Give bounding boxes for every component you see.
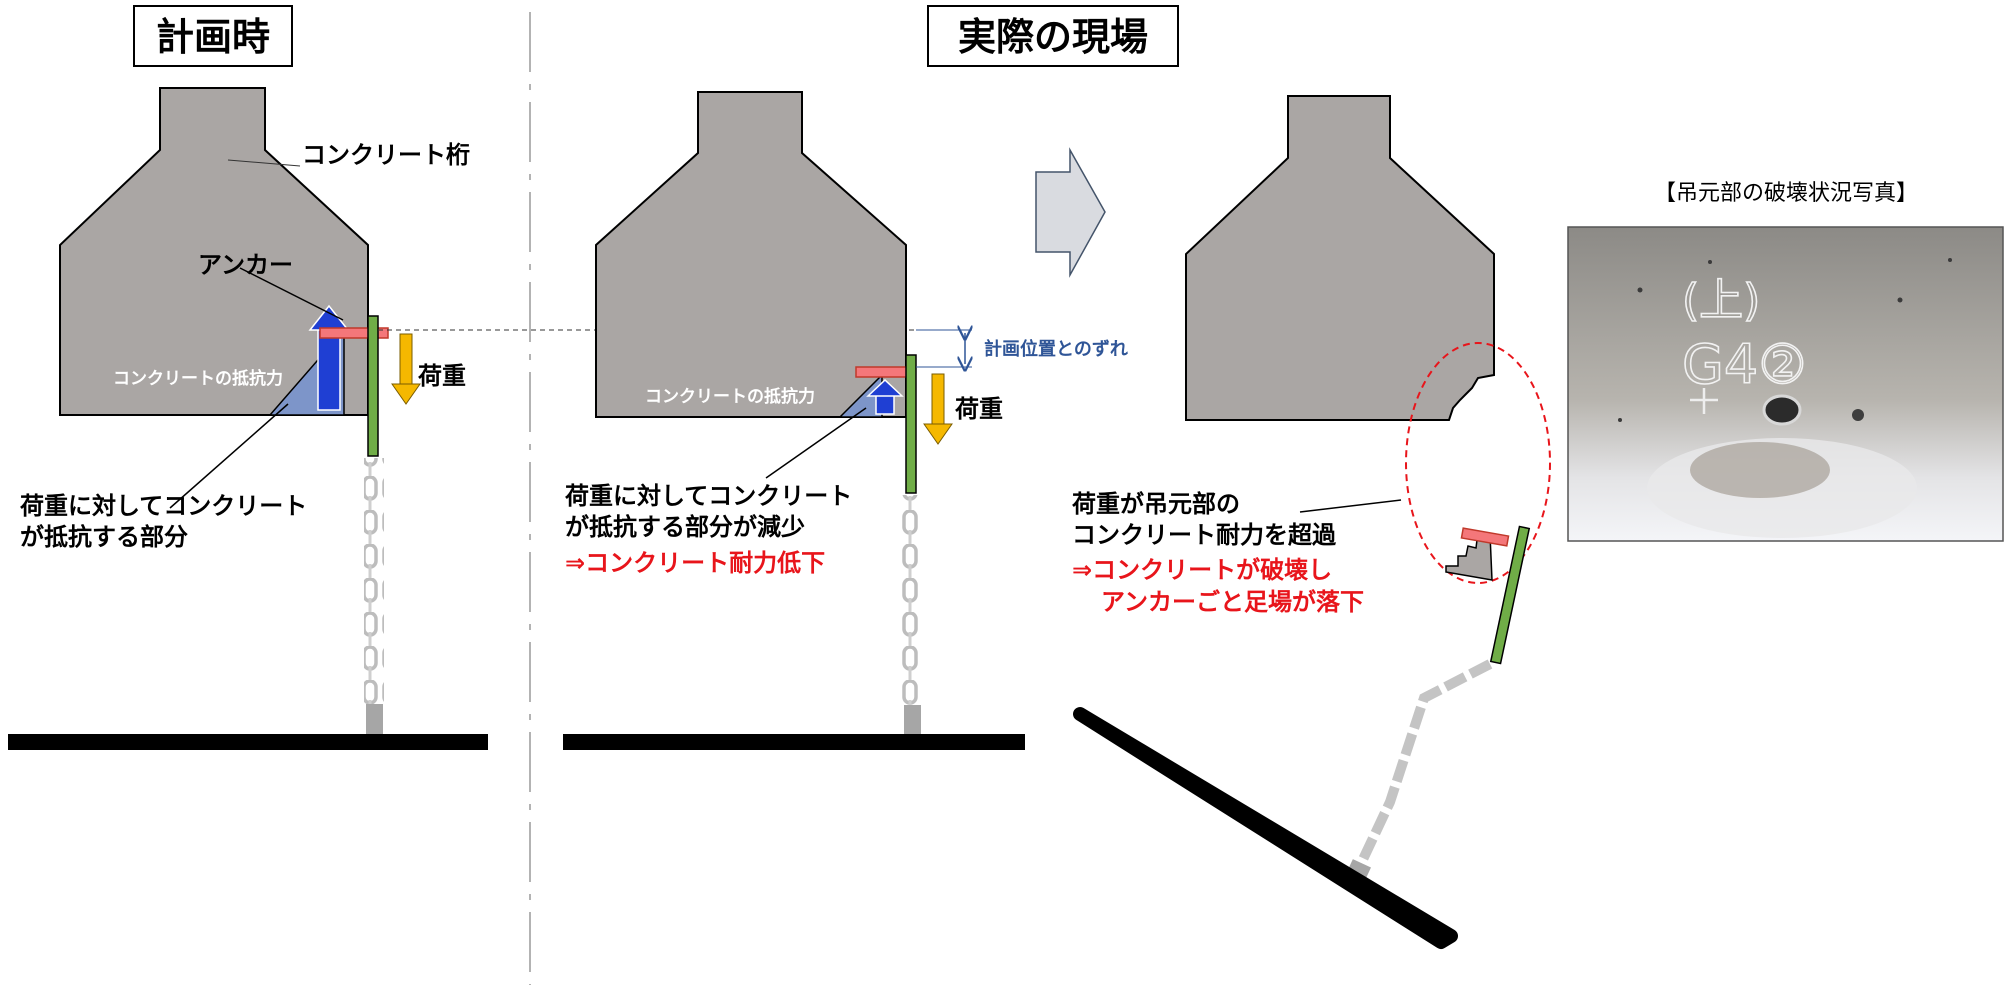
plan-title-box [133, 5, 293, 67]
offset-label: 計画位置とのずれ [984, 338, 1128, 360]
plan-title: 計画時 [156, 15, 270, 59]
failure-panel: 荷重が吊元部の コンクリート耐力を超過 ⇒コンクリートが破壊し アンカーごと足場… [1072, 95, 1551, 949]
chain-foot-plan [366, 704, 383, 734]
anchor-leader [239, 267, 344, 321]
load-arrow-actual [923, 423, 953, 445]
broken-concrete-fragment [1445, 531, 1493, 581]
exceed-label-1: 荷重が吊元部の [1072, 490, 1240, 518]
resistance-label-actual: コンクリートの抵抗力 [645, 386, 815, 407]
resist-arrow-actual [875, 393, 895, 415]
plan-panel: 計画時 コンクリート桁 コンクリートの抵抗力 アンカー 荷重 荷重に対してコンク… [8, 5, 488, 750]
photo-mark-1: (上) [1682, 275, 1760, 326]
chain-failed [1353, 659, 1493, 873]
girder-leader [227, 159, 301, 167]
exceed-leader [1299, 499, 1402, 513]
actual-title: 実際の現場 [958, 15, 1148, 59]
resistance-label-plan: コンクリートの抵抗力 [113, 368, 283, 389]
hanger-plate-plan [367, 315, 379, 457]
chain-foot-actual [904, 705, 921, 735]
load-arrow-plan [391, 383, 421, 405]
transition-arrow-icon [1035, 147, 1106, 278]
photo-caption: 【吊元部の破壊状況写真】 [1654, 181, 1918, 206]
failure-label-1: ⇒コンクリートが破壊し [1072, 556, 1332, 584]
concrete-girder-failed [1185, 95, 1495, 421]
anchor-label: アンカー [198, 251, 293, 279]
actual-title-box [927, 5, 1179, 67]
failure-label-2: アンカーごと足場が落下 [1101, 588, 1364, 616]
chain-actual [902, 495, 922, 705]
scaffold-plank-plan [8, 734, 488, 750]
failure-zone-highlight [1405, 342, 1551, 584]
part-leader-plan [169, 403, 289, 509]
anchor-bolt-actual [855, 366, 909, 378]
girder-label: コンクリート桁 [302, 141, 470, 169]
damage-photo: 【吊元部の破壊状況写真】 (上) G4② [1567, 181, 2004, 542]
anchor-hole [1762, 394, 1802, 426]
chain-plan [364, 458, 384, 704]
hanger-plate-actual [905, 354, 917, 494]
load-label-plan: 荷重 [418, 362, 466, 390]
load-label-actual: 荷重 [955, 395, 1003, 423]
anchor-bolt-plan [319, 327, 389, 339]
photo-mark-2: G4② [1682, 333, 1807, 396]
part-label-plan-1: 荷重に対してコンクリート [20, 492, 307, 520]
reduce-result-label: ⇒コンクリート耐力低下 [565, 549, 825, 577]
part-label-plan-2: が抵抗する部分 [20, 523, 188, 551]
actual-panel: 実際の現場 コンクリートの抵抗力 荷重 計画位置とのずれ 荷重に対してコンクリー… [563, 5, 1179, 750]
part-label-actual-2: が抵抗する部分が減少 [565, 513, 805, 541]
part-label-actual-1: 荷重に対してコンクリート [565, 482, 852, 510]
resist-arrow-head-actual [866, 378, 904, 397]
scaffold-plank-falling [1073, 707, 1458, 949]
exceed-label-2: コンクリート耐力を超過 [1072, 521, 1337, 549]
hanger-plate-failed [1489, 525, 1531, 665]
anchor-bolt-failed [1460, 527, 1510, 547]
scaffold-plank-actual [563, 734, 1025, 750]
part-leader-actual [765, 407, 867, 479]
